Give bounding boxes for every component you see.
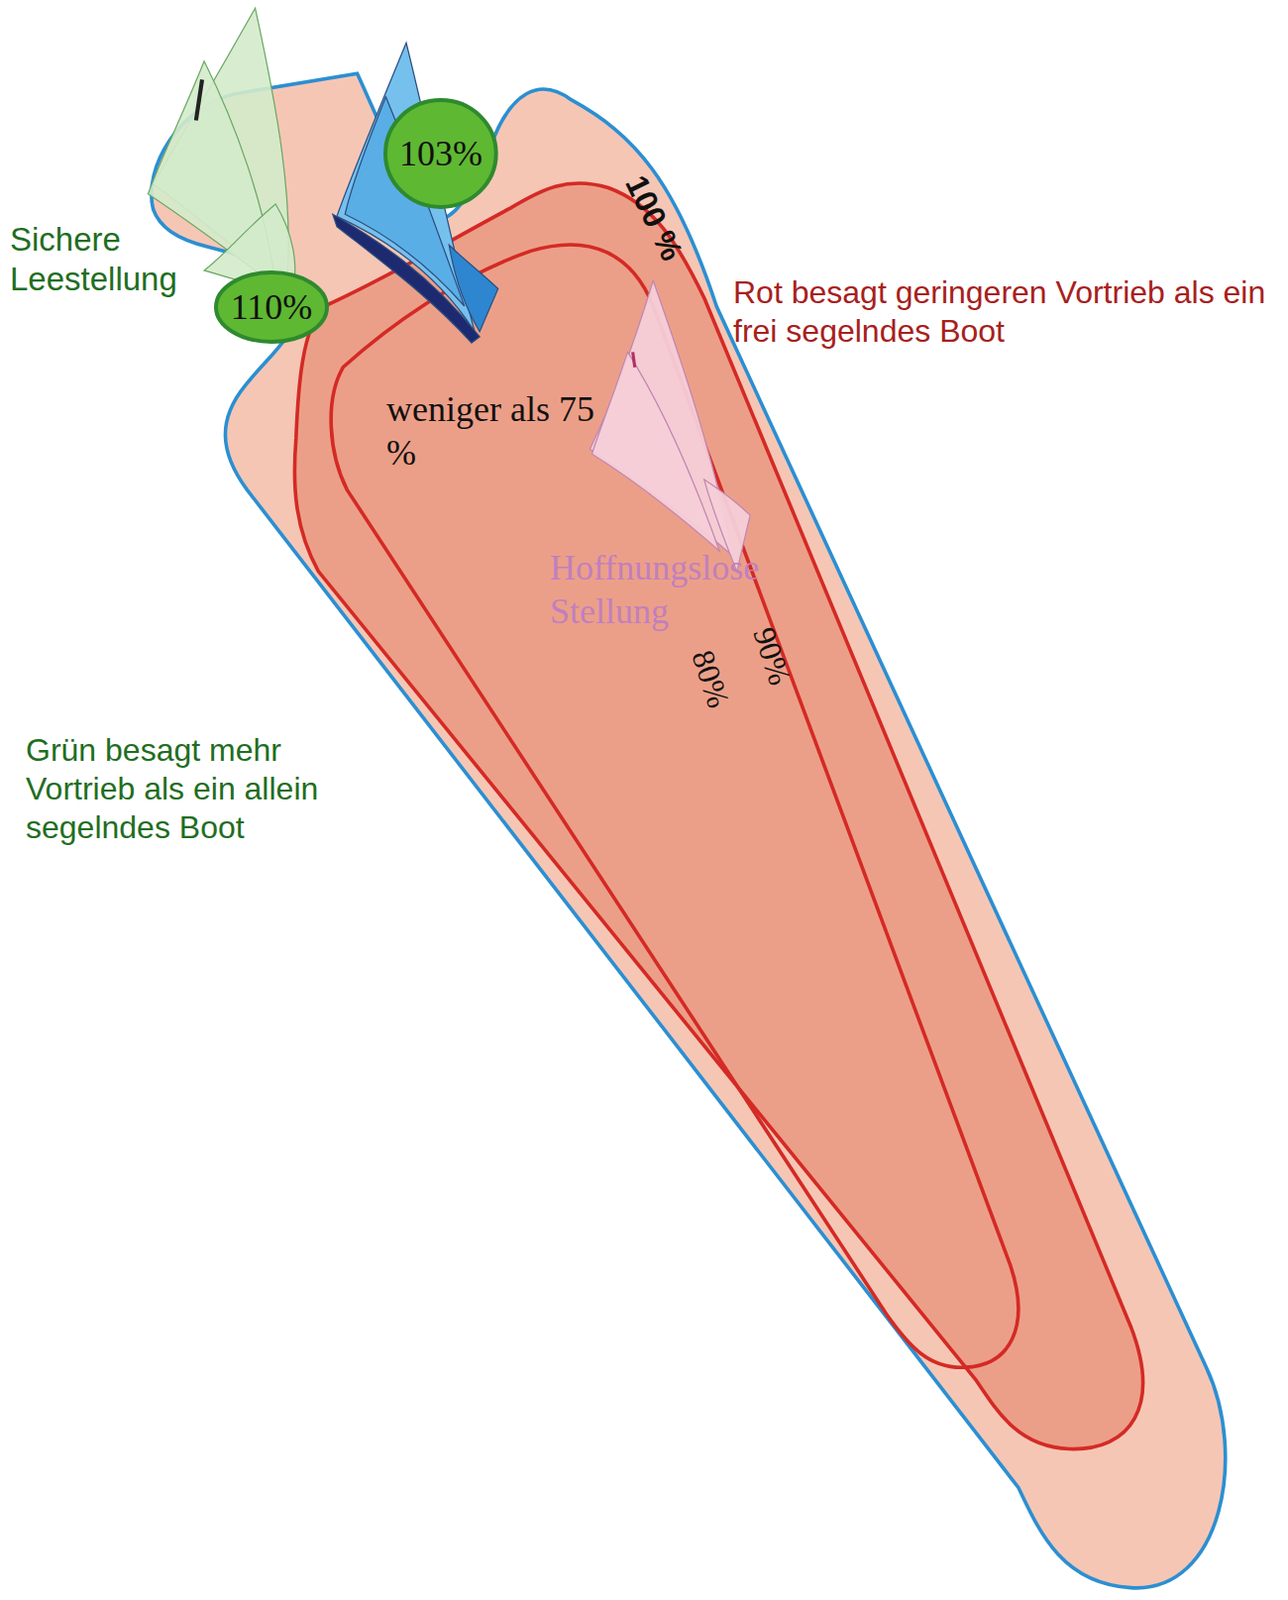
green-ellipse: 103% xyxy=(383,98,499,210)
pink-boat xyxy=(589,280,751,572)
green-boat xyxy=(147,7,295,296)
blue-boat xyxy=(332,42,499,343)
green-ellipse: 110% xyxy=(214,270,329,344)
eighty-percent-contour xyxy=(330,244,1019,1368)
position-label: Hoffnungslose Stellung xyxy=(549,546,828,635)
legend-note: Rot besagt geringeren Vortrieb als ein f… xyxy=(733,273,1288,351)
ellipse-text-holder: 103% xyxy=(383,132,499,175)
percent-value: 103% xyxy=(383,132,499,175)
ninety-percent-zone xyxy=(294,183,1143,1450)
zone-value: weniger als 75 % xyxy=(386,388,610,476)
percent-value: 110% xyxy=(214,286,329,328)
ellipse-text-holder: 110% xyxy=(214,286,329,328)
position-label: Sichere Leestellung xyxy=(9,219,223,301)
legend-note: Grün besagt mehr Vortrieb als ein allein… xyxy=(25,731,398,848)
